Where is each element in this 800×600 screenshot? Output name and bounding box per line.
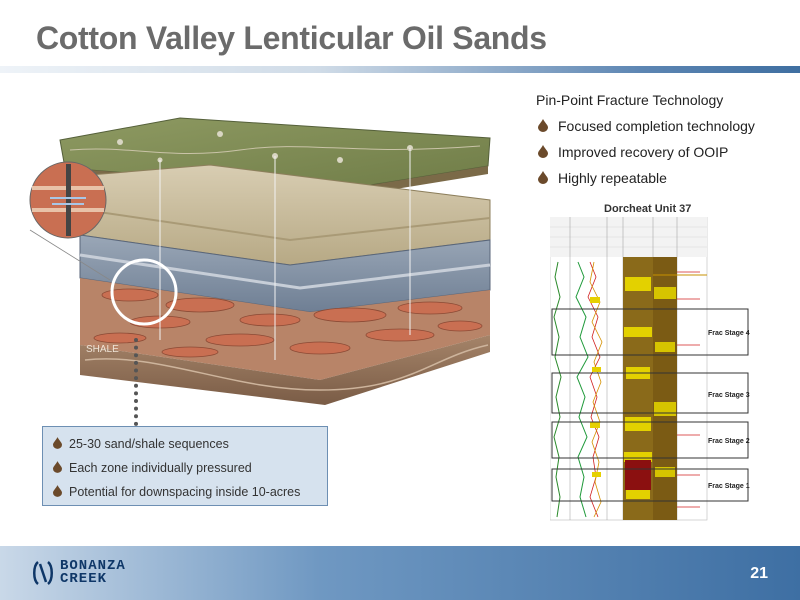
page-number: 21 (750, 565, 768, 582)
bonanza-creek-logo: BONANZA CREEK (32, 558, 126, 587)
highlight-circle (110, 258, 178, 326)
bullet-text: Improved recovery of OOIP (558, 144, 729, 160)
geology-block-diagram: SHALE (29, 117, 491, 405)
bullet-text: Focused completion technology (558, 118, 755, 134)
fracture-inset (29, 161, 111, 281)
list-item: Focused completion technology (538, 116, 755, 142)
frac-stage-label: Frac Stage 4 (708, 330, 750, 337)
footer-bar: BONANZA CREEK 21 (0, 546, 800, 600)
frac-stage-label: Frac Stage 3 (708, 392, 750, 399)
title-divider-bar (0, 66, 800, 73)
list-item: Improved recovery of OOIP (538, 142, 755, 168)
well-log-chart: Frac Stage 4 Frac Stage 3 Frac Stage 2 F… (550, 217, 750, 521)
logo-mark-icon (33, 561, 53, 585)
frac-stage-label: Frac Stage 1 (708, 483, 750, 490)
bullet-text: Highly repeatable (558, 170, 667, 186)
logo-text-line2: CREEK (60, 571, 108, 587)
bullet-text: 25-30 sand/shale sequences (69, 437, 229, 451)
bullet-text: Each zone individually pressured (69, 461, 252, 475)
oil-drop-icon (538, 145, 548, 158)
list-item: 25-30 sand/shale sequences (53, 435, 327, 459)
oil-drop-icon (53, 485, 62, 497)
slide-title: Cotton Valley Lenticular Oil Sands (36, 20, 547, 56)
bullet-text: Potential for downspacing inside 10-acre… (69, 485, 301, 499)
list-item: Potential for downspacing inside 10-acre… (53, 483, 327, 507)
technology-bullet-list: Focused completion technology Improved r… (538, 116, 755, 194)
list-item: Highly repeatable (538, 168, 755, 194)
well-log-title: Dorcheat Unit 37 (604, 203, 692, 215)
logo-text-line1: BONANZA (60, 558, 126, 574)
info-callout-box: 25-30 sand/shale sequences Each zone ind… (42, 426, 328, 506)
frac-stage-label: Frac Stage 2 (708, 438, 750, 445)
list-item: Each zone individually pressured (53, 459, 327, 483)
technology-heading: Pin-Point Fracture Technology (536, 92, 724, 108)
oil-drop-icon (53, 437, 62, 449)
oil-drop-icon (538, 171, 548, 184)
oil-drop-icon (538, 119, 548, 132)
callout-connector (134, 338, 138, 426)
shale-label: SHALE (86, 344, 119, 355)
oil-drop-icon (53, 461, 62, 473)
